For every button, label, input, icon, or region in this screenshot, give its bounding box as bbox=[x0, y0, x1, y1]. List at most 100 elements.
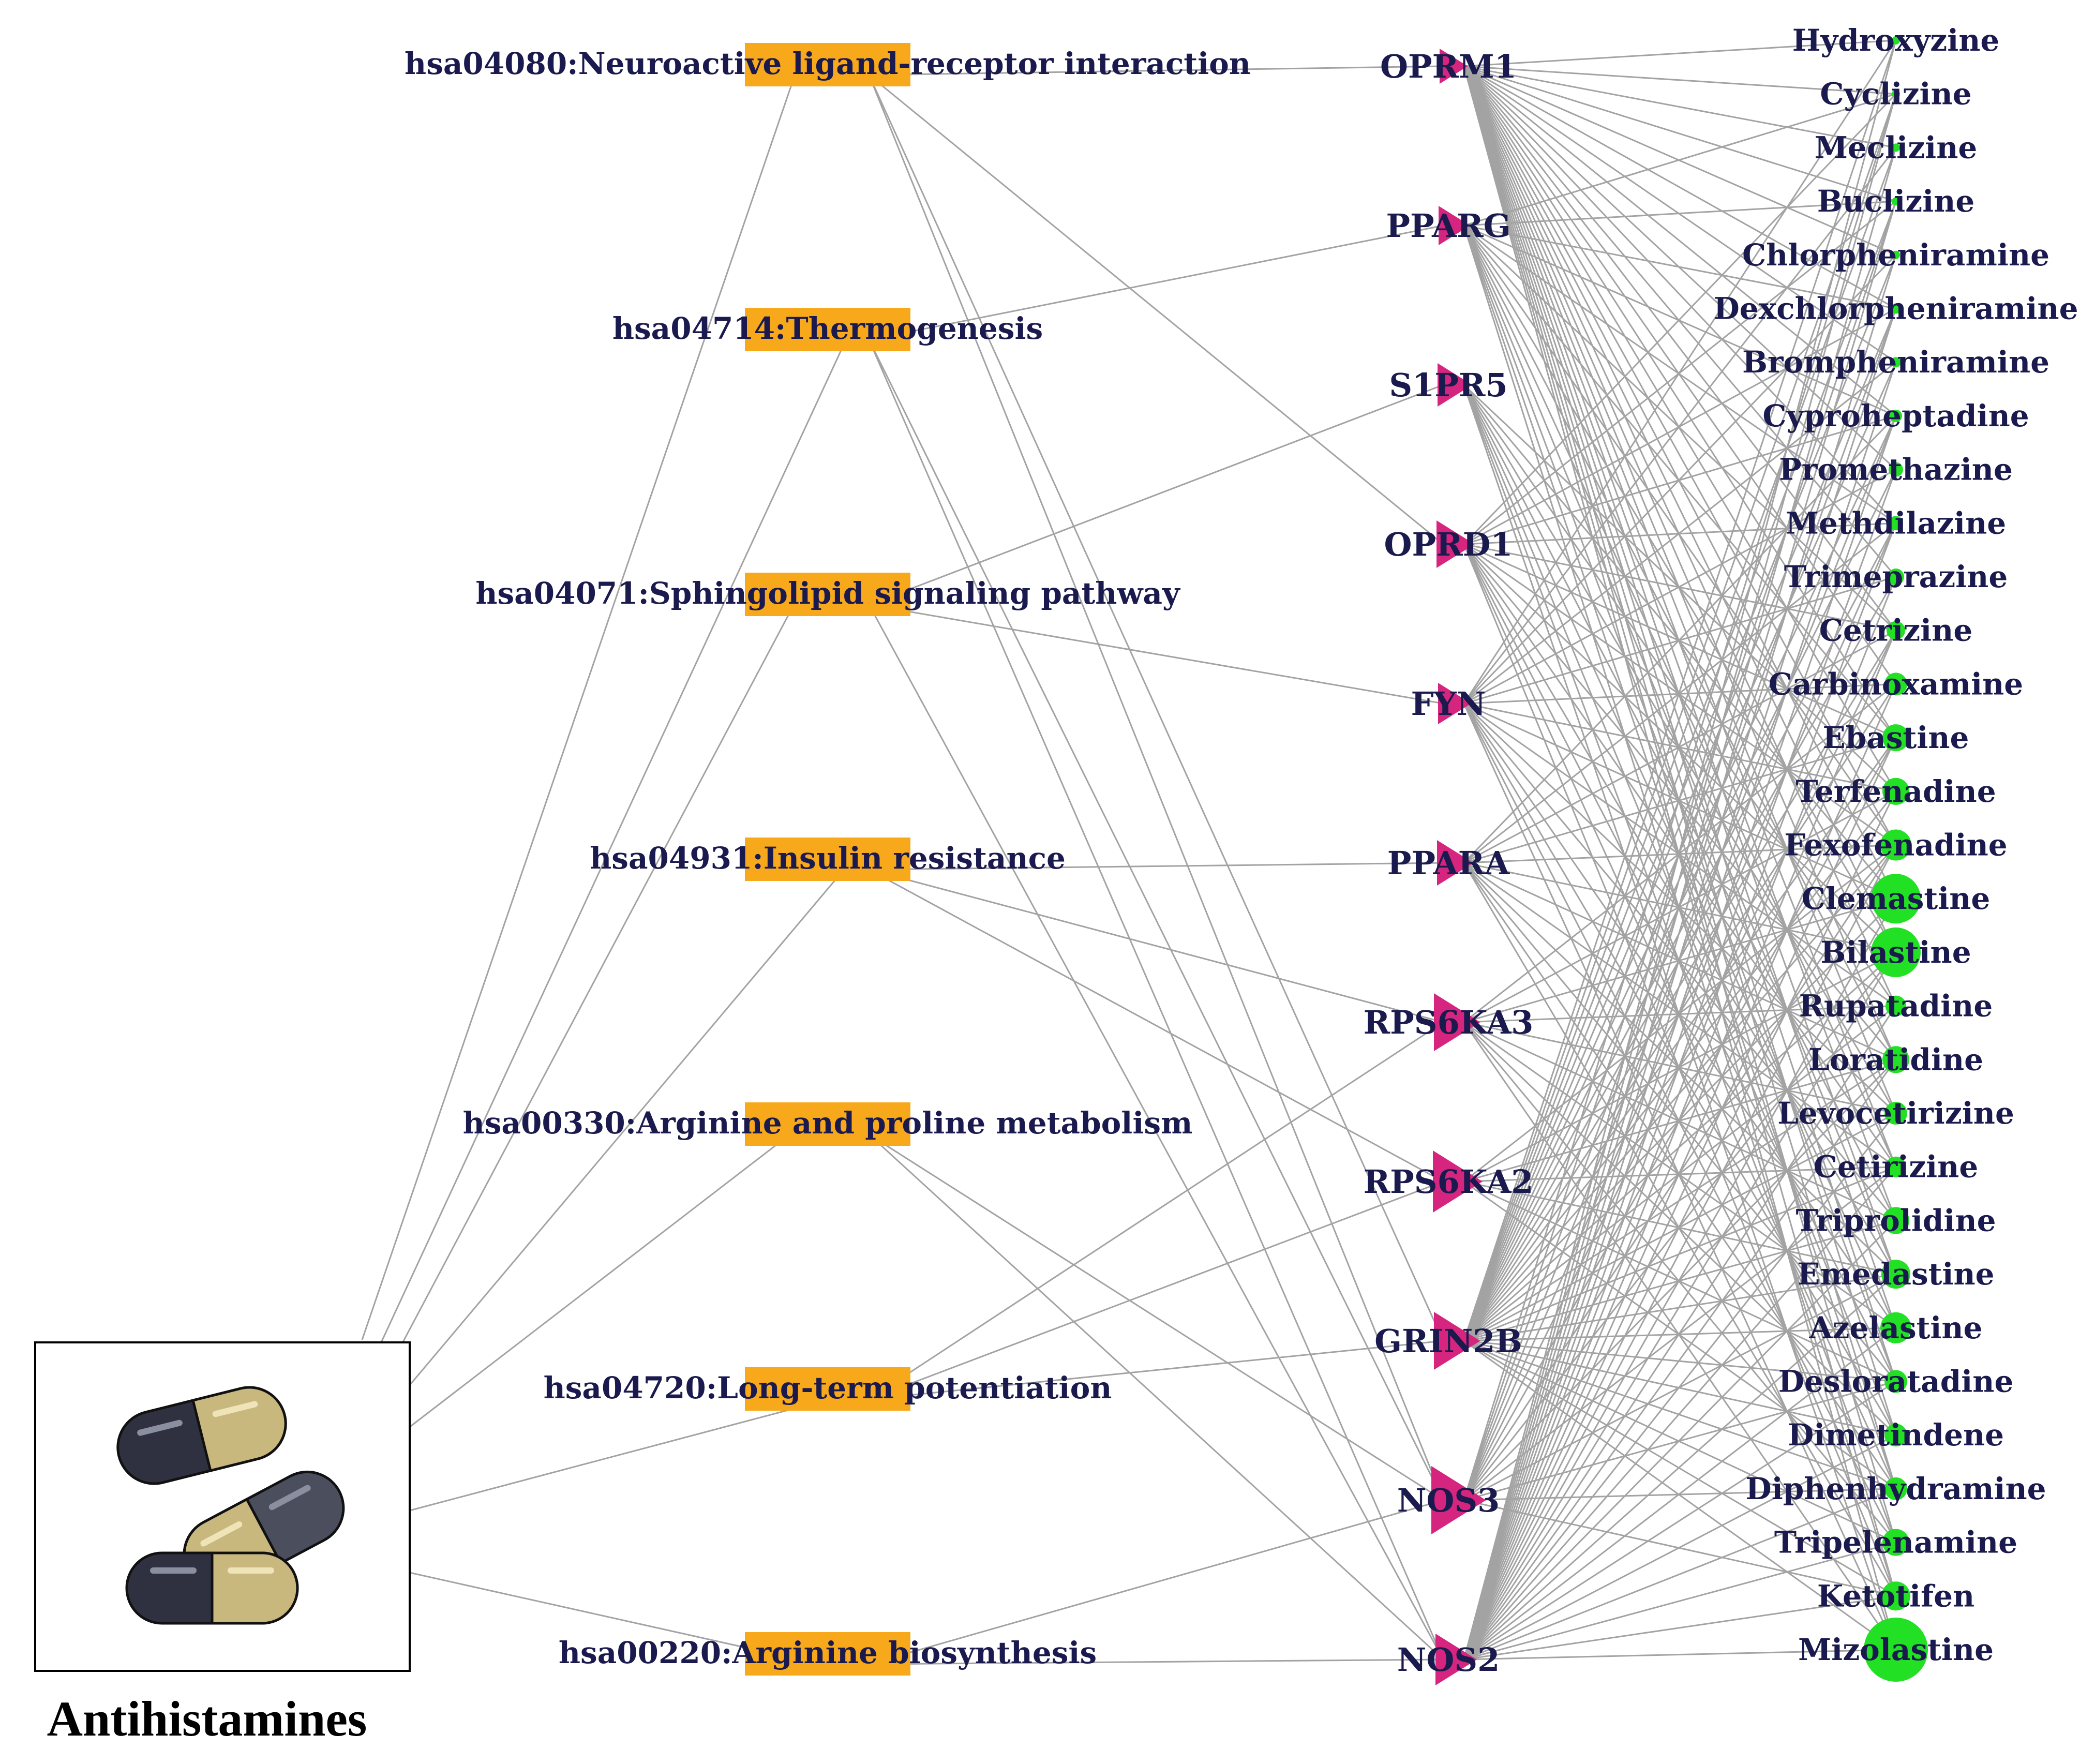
edge-target-drug bbox=[1463, 1021, 1897, 1436]
edge-target-drug bbox=[1463, 40, 1897, 1660]
target-label: NOS3 bbox=[1397, 1482, 1500, 1519]
edge-target-drug bbox=[1463, 844, 1897, 1660]
edge-pathway-target bbox=[868, 74, 1444, 1501]
pathway-node: hsa04080:Neuroactive ligand-receptor int… bbox=[405, 43, 1251, 86]
edge-target-drug bbox=[1463, 1059, 1897, 1660]
drug-node: Trimeprazine bbox=[1784, 559, 2008, 594]
drug-label: Terfenadine bbox=[1795, 774, 1996, 809]
drug-label: Emedastine bbox=[1797, 1257, 1994, 1292]
edge-target-drug bbox=[1463, 308, 1897, 1660]
target-triangle-icon bbox=[1438, 363, 1473, 407]
pathway-box bbox=[745, 1367, 910, 1411]
edge-target-drug bbox=[1463, 66, 1897, 953]
drug-circle-icon bbox=[1882, 1207, 1909, 1234]
drug-circle-icon bbox=[1882, 1529, 1909, 1556]
pathway-box bbox=[745, 573, 910, 616]
drug-circle-icon bbox=[1871, 927, 1921, 977]
edge-pathway-target bbox=[869, 604, 1444, 705]
edge-target-drug bbox=[1463, 147, 1897, 1341]
edge-target-drug bbox=[1463, 415, 1897, 1660]
target-triangle-icon bbox=[1437, 840, 1474, 886]
drug-node: Loratidine bbox=[1808, 1042, 1983, 1077]
target-label: PPARA bbox=[1387, 844, 1510, 882]
edge-pathway-target bbox=[869, 869, 1444, 1183]
edge-pathway-target bbox=[869, 869, 1444, 1023]
drug-circle-icon bbox=[1887, 621, 1905, 640]
target-node: PPARG bbox=[1386, 206, 1511, 245]
edge-target-drug bbox=[1463, 576, 1897, 1660]
edge-target-drug bbox=[1463, 1273, 1896, 1661]
drug-circle-icon bbox=[1884, 1370, 1907, 1393]
edge-target-drug bbox=[1463, 1021, 1896, 1329]
edge-target-drug bbox=[1463, 66, 1897, 1275]
drug-label: Clemastine bbox=[1802, 881, 1991, 916]
pathway-box bbox=[745, 1102, 910, 1146]
drug-label: Loratidine bbox=[1808, 1042, 1983, 1077]
drug-node: Triprolidine bbox=[1795, 1203, 1996, 1238]
pathway-box bbox=[745, 1632, 910, 1676]
drug-circle-icon bbox=[1892, 250, 1900, 259]
target-node: S1PR5 bbox=[1389, 363, 1508, 407]
edge-target-drug bbox=[1463, 255, 1897, 1660]
edge-target-drug bbox=[1463, 225, 1896, 417]
drug-node: Methdilazine bbox=[1786, 505, 2006, 541]
source-label: Antihistamines bbox=[47, 1691, 367, 1746]
edges-layer bbox=[361, 39, 1897, 1665]
drug-node: Promethazine bbox=[1779, 452, 2013, 487]
nodes-layer: hsa04080:Neuroactive ligand-receptor int… bbox=[405, 23, 2078, 1685]
drug-node: Diphenhydramine bbox=[1745, 1471, 2046, 1506]
edge-target-drug bbox=[1463, 94, 1897, 1501]
drug-label: Triprolidine bbox=[1795, 1203, 1996, 1238]
target-label: S1PR5 bbox=[1389, 366, 1507, 404]
drug-label: Desloratadine bbox=[1778, 1364, 2014, 1399]
target-label: FYN bbox=[1411, 685, 1486, 723]
edge-target-drug bbox=[1463, 225, 1896, 524]
drug-label: Levocetirizine bbox=[1777, 1096, 2014, 1131]
edge-target-drug bbox=[1463, 66, 1897, 1489]
pathway-node: hsa00330:Arginine and proline metabolism bbox=[463, 1102, 1193, 1146]
drug-circle-icon bbox=[1881, 1581, 1910, 1611]
drug-label: Meclizine bbox=[1815, 130, 1978, 165]
edge-pathway-target bbox=[868, 74, 1444, 1341]
edge-target-drug bbox=[1463, 702, 1897, 1114]
pathway-node: hsa04071:Sphingolipid signaling pathway bbox=[475, 573, 1181, 616]
drug-label: Tripelenamine bbox=[1774, 1525, 2017, 1560]
edge-target-drug bbox=[1463, 384, 1897, 792]
drug-node: Cetirizine bbox=[1814, 1149, 1979, 1185]
edge-target-drug bbox=[1463, 66, 1897, 738]
drug-label: Trimeprazine bbox=[1784, 559, 2008, 594]
edge-target-drug bbox=[1463, 66, 1897, 1596]
drug-label: Hydroxyzine bbox=[1792, 23, 2000, 58]
edge-target-drug bbox=[1463, 630, 1897, 1660]
edge-target-drug bbox=[1463, 1542, 1896, 1661]
edge-target-drug bbox=[1463, 201, 1897, 1341]
target-node: OPRM1 bbox=[1380, 48, 1517, 85]
edge-source-pathway bbox=[409, 1393, 849, 1512]
edge-target-drug bbox=[1463, 862, 1897, 1275]
drug-node: Dexchlorpheniramine bbox=[1714, 291, 2078, 326]
edge-pathway-target bbox=[868, 604, 1444, 1660]
edge-target-drug bbox=[1463, 791, 1897, 1660]
drug-node: Buclizine bbox=[1817, 184, 1975, 219]
edge-pathway-target bbox=[869, 1340, 1444, 1400]
edge-source-pathway bbox=[377, 334, 849, 1351]
drug-label: Dimetindene bbox=[1788, 1417, 2004, 1453]
edge-target-drug bbox=[1463, 1340, 1896, 1382]
edge-target-drug bbox=[1463, 66, 1897, 1168]
drug-label: Cetirizine bbox=[1814, 1149, 1979, 1185]
pathway-box bbox=[745, 838, 910, 881]
target-triangle-icon bbox=[1436, 520, 1475, 568]
drug-circle-icon bbox=[1890, 409, 1902, 422]
edge-pathway-target bbox=[869, 1180, 1444, 1400]
edge-target-drug bbox=[1463, 1595, 1896, 1661]
target-node: NOS3 bbox=[1397, 1466, 1500, 1534]
edge-source-pathway bbox=[409, 1572, 797, 1660]
drug-circle-icon bbox=[1892, 36, 1900, 44]
edge-target-drug bbox=[1463, 1005, 1897, 1660]
target-triangle-icon bbox=[1439, 206, 1470, 245]
pathway-label: hsa00330:Arginine and proline metabolism bbox=[463, 1105, 1193, 1141]
drug-circle-icon bbox=[1882, 1046, 1909, 1073]
edge-source-pathway bbox=[408, 864, 849, 1387]
drug-label: Ketotifen bbox=[1817, 1578, 1974, 1613]
